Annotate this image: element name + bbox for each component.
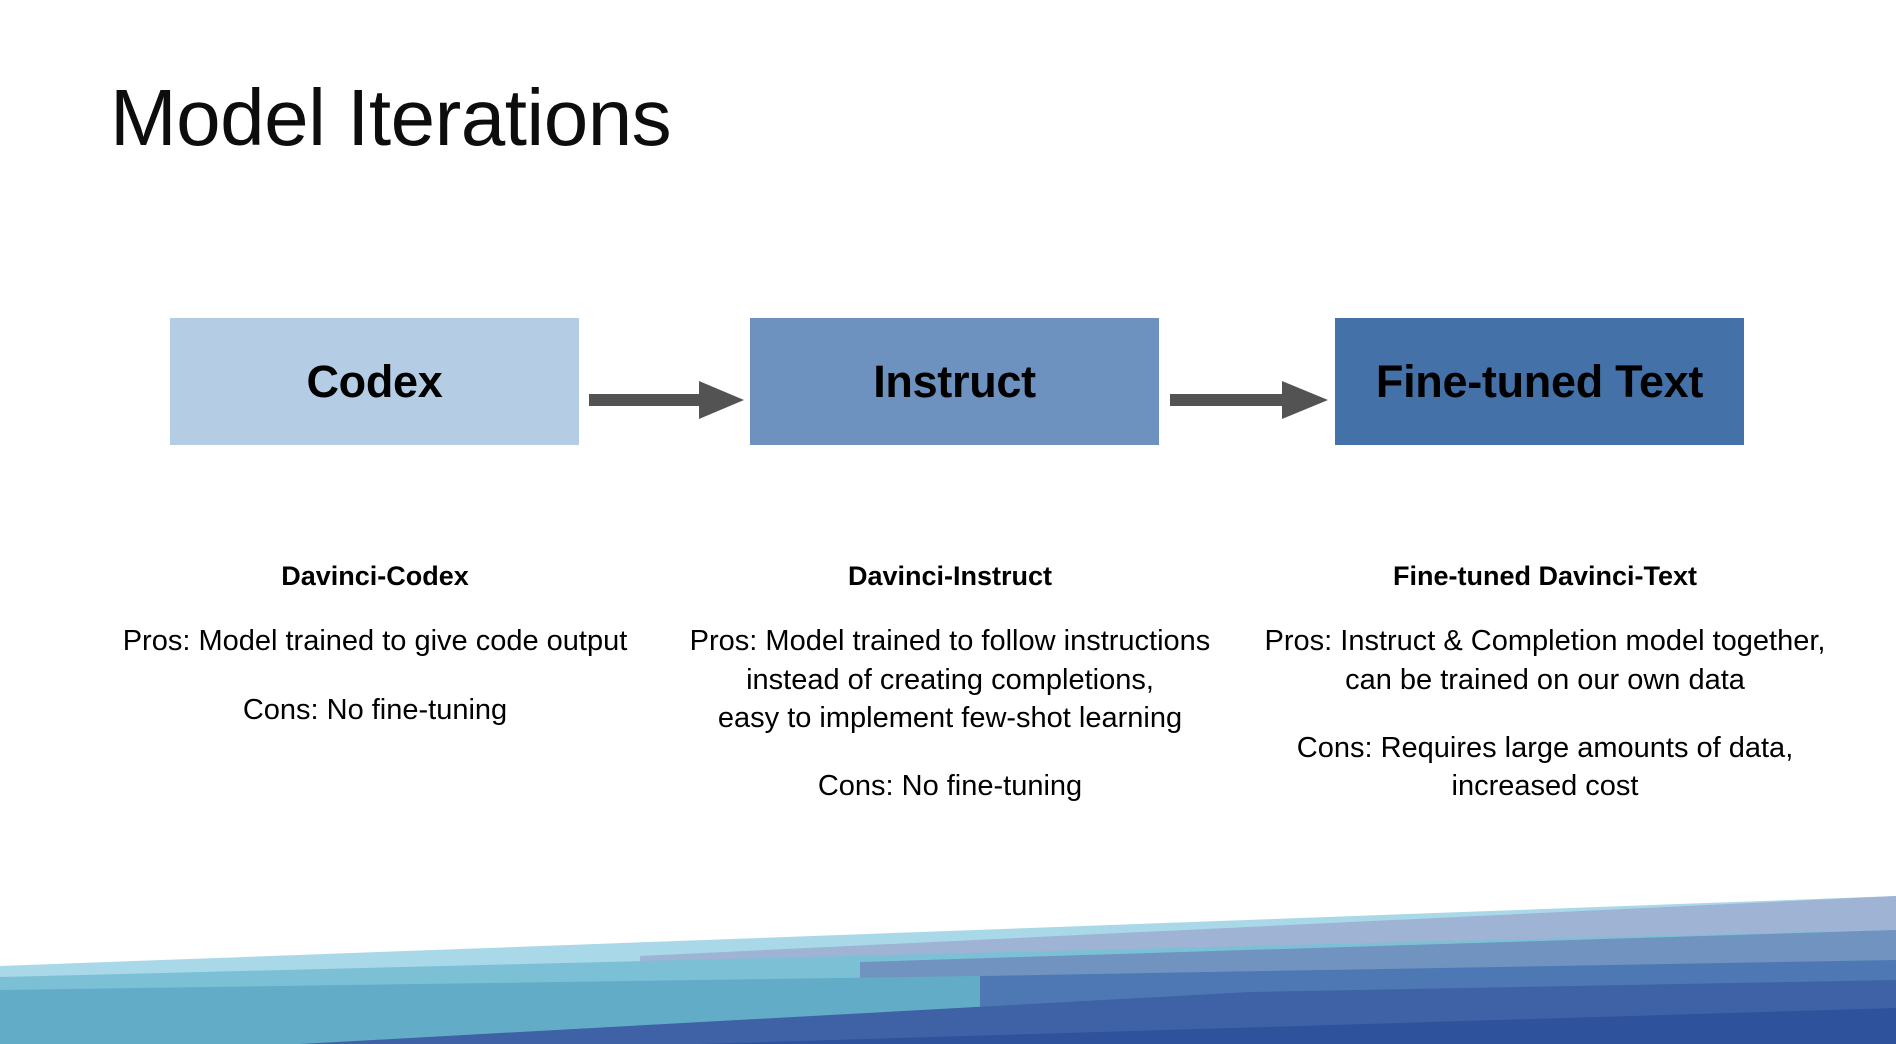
right-arrow-icon — [1170, 378, 1328, 422]
caption-column-davinci-instruct: Davinci-Instruct Pros: Model trained to … — [680, 560, 1220, 805]
caption-pros: Pros: Instruct & Completion model togeth… — [1264, 625, 1826, 696]
caption-columns: Davinci-Codex Pros: Model trained to giv… — [0, 560, 1896, 820]
flow-box-fine-tuned-text[interactable]: Fine-tuned Text — [1335, 318, 1744, 445]
right-arrow-icon — [589, 378, 744, 422]
caption-cons: Cons: No fine-tuning — [817, 770, 1083, 803]
flow-box-label: Instruct — [873, 355, 1036, 407]
caption-pros: Pros: Model trained to give code output — [122, 625, 628, 658]
caption-column-fine-tuned-davinci-text: Fine-tuned Davinci-Text Pros: Instruct &… — [1245, 560, 1845, 805]
flow-box-label: Fine-tuned Text — [1375, 355, 1704, 407]
caption-pros: Pros: Model trained to follow instructio… — [689, 625, 1211, 734]
caption-heading: Davinci-Codex — [281, 561, 469, 591]
flow-box-label: Codex — [306, 355, 443, 407]
bottom-wave-decoration — [0, 844, 1896, 1044]
page-title: Model Iterations — [110, 73, 672, 162]
caption-column-davinci-codex: Davinci-Codex Pros: Model trained to giv… — [110, 560, 640, 729]
caption-cons: Cons: Requires large amounts of data, in… — [1296, 731, 1794, 803]
flow-box-codex[interactable]: Codex — [170, 318, 579, 445]
caption-heading: Davinci-Instruct — [847, 561, 1053, 591]
flow-box-instruct[interactable]: Instruct — [750, 318, 1159, 445]
model-iteration-flow: Codex Instruct Fine-tuned Text — [0, 318, 1896, 448]
caption-cons: Cons: No fine-tuning — [242, 693, 508, 726]
caption-heading: Fine-tuned Davinci-Text — [1392, 561, 1698, 591]
